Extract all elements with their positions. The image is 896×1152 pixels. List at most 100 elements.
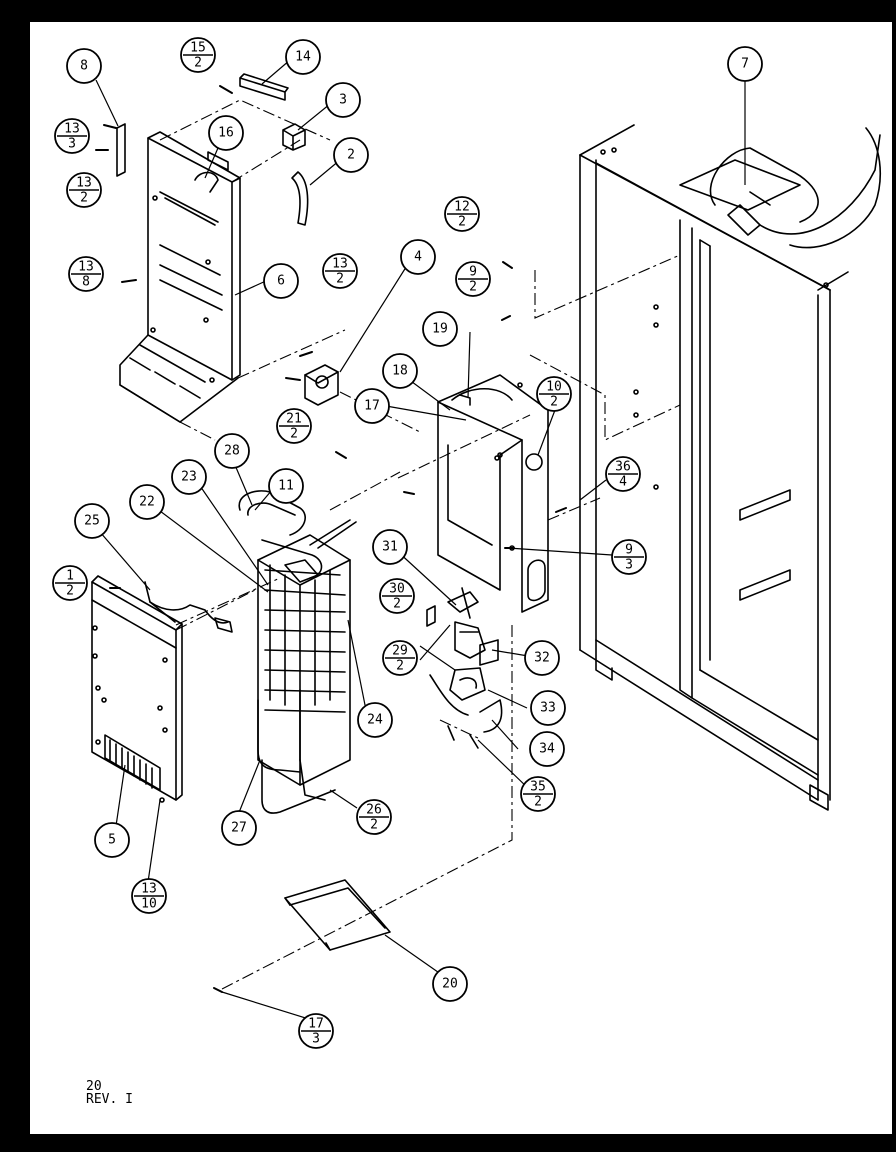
callout-number: 3: [312, 1032, 320, 1047]
callout-number: 2: [370, 818, 378, 833]
drain-tube-part: [679, 127, 881, 249]
callout-23: 23: [171, 459, 207, 495]
callout-circle: [727, 46, 763, 82]
callout-20: 20: [432, 966, 468, 1002]
callout-circle: [94, 822, 130, 858]
callout-number: 30: [389, 582, 405, 597]
callout-number: 9: [469, 265, 477, 280]
evaporator-coil-part: [238, 490, 357, 814]
callout-circle: [357, 702, 393, 738]
callout-number: 10: [546, 380, 562, 395]
revision-label: REV. I: [86, 1092, 133, 1107]
callout-15_2: 152: [180, 37, 216, 73]
leader-lines: [95, 59, 746, 1021]
callout-circle: [400, 239, 436, 275]
callout-number: 2: [469, 280, 477, 295]
callout-number: 20: [442, 977, 458, 992]
callout-number: 13: [78, 260, 94, 275]
callout-10_2: 102: [536, 376, 572, 412]
callout-19: 19: [422, 311, 458, 347]
page-number: 20: [86, 1079, 102, 1094]
callout-number: 3: [339, 93, 347, 108]
callout-circle: [171, 459, 207, 495]
callout-number: 4: [619, 475, 627, 490]
callout-number: 25: [84, 514, 100, 529]
fastener-marks: [95, 85, 567, 993]
callout-number: 6: [277, 274, 285, 289]
back-panel-part: [119, 131, 241, 423]
callout-circle: [268, 468, 304, 504]
callout-24: 24: [357, 702, 393, 738]
callout-18: 18: [382, 353, 418, 389]
callout-28: 28: [214, 433, 250, 469]
callout-number: 10: [141, 897, 157, 912]
callout-number: 2: [550, 395, 558, 410]
callout-9_3: 93: [611, 539, 647, 575]
callout-13_2b: 132: [322, 253, 358, 289]
callout-17_3: 173: [298, 1013, 334, 1049]
callout-number: 27: [231, 821, 247, 836]
grille-panel-part: [91, 575, 183, 803]
callout-1_2: 12: [52, 565, 88, 601]
drain-trough-part: [284, 879, 391, 951]
callout-34: 34: [529, 731, 565, 767]
callout-number: 12: [454, 200, 470, 215]
callout-number: 2: [458, 215, 466, 230]
callout-circle: [382, 353, 418, 389]
callout-2: 2: [333, 137, 369, 173]
callout-number: 2: [347, 148, 355, 163]
callout-number: 8: [80, 59, 88, 74]
callout-number: 19: [432, 322, 448, 337]
callout-number: 13: [76, 176, 92, 191]
callout-number: 18: [392, 364, 408, 379]
hinge-bracket-part: [304, 364, 339, 406]
callout-4: 4: [400, 239, 436, 275]
callout-32: 32: [524, 640, 560, 676]
callout-number: 13: [64, 122, 80, 137]
drawing-footer: 20 REV. I: [86, 1080, 133, 1106]
callout-number: 17: [364, 399, 380, 414]
callout-number: 13: [141, 882, 157, 897]
callout-circle: [208, 115, 244, 151]
callout-circle: [333, 137, 369, 173]
callout-number: 3: [625, 558, 633, 573]
callout-number: 31: [382, 540, 398, 555]
callout-27: 27: [221, 810, 257, 846]
callout-16: 16: [208, 115, 244, 151]
callout-number: 2: [396, 659, 404, 674]
callout-number: 36: [615, 460, 631, 475]
callout-number: 2: [393, 597, 401, 612]
callout-number: 14: [295, 50, 311, 65]
callout-circle: [74, 503, 110, 539]
callout-number: 15: [190, 41, 206, 56]
callout-circle: [524, 640, 560, 676]
callout-circle: [354, 388, 390, 424]
callout-number: 8: [82, 275, 90, 290]
callout-circle: [214, 433, 250, 469]
callout-number: 29: [392, 644, 408, 659]
callout-5: 5: [94, 822, 130, 858]
callout-number: 32: [534, 651, 550, 666]
callout-circle: [263, 263, 299, 299]
callout-number: 2: [80, 191, 88, 206]
callout-circle: [530, 690, 566, 726]
callout-number: 13: [332, 257, 348, 272]
callout-13_3: 133: [54, 118, 90, 154]
callout-number: 24: [367, 713, 383, 728]
callout-9_2: 92: [455, 261, 491, 297]
callout-number: 35: [530, 780, 546, 795]
callout-circle: [129, 484, 165, 520]
callout-circle: [66, 48, 102, 84]
callout-22: 22: [129, 484, 165, 520]
wire-harness-part: [144, 581, 233, 633]
callout-33: 33: [530, 690, 566, 726]
callout-circle: [529, 731, 565, 767]
callout-number: 4: [414, 250, 422, 265]
callout-31: 31: [372, 529, 408, 565]
callout-number: 28: [224, 444, 240, 459]
callout-number: 2: [66, 584, 74, 599]
callout-14: 14: [285, 39, 321, 75]
callout-26_2: 262: [356, 799, 392, 835]
